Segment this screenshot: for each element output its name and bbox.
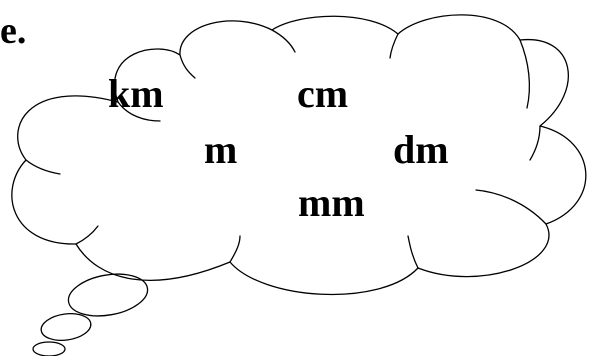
cloud-outline — [11, 14, 587, 296]
thought-bubble-small — [32, 341, 66, 356]
cloud-inner-arc — [179, 54, 196, 79]
unit-label-dm: dm — [393, 127, 449, 172]
thought-bubble-large — [67, 273, 149, 317]
cloud-inner-arc — [519, 39, 531, 109]
cloud-inner-arc — [271, 29, 296, 53]
unit-label-km: km — [108, 71, 164, 116]
cloud-inner-arc — [529, 125, 541, 161]
cloud-inner-arc — [75, 225, 99, 245]
unit-label-mm: mm — [298, 180, 365, 225]
cloud-inner-arc — [117, 101, 161, 122]
unit-label-cm: cm — [297, 71, 349, 116]
cloud-inner-arc — [407, 235, 419, 269]
fragment-text: e. — [0, 10, 27, 52]
cloud-inner-arc — [25, 159, 61, 175]
cloud-inner-arc — [475, 189, 547, 225]
thought-bubble-medium — [40, 313, 92, 341]
unit-label-m: m — [204, 127, 238, 172]
cloud-inner-arc — [389, 33, 399, 59]
cloud-inner-arc — [229, 235, 241, 263]
